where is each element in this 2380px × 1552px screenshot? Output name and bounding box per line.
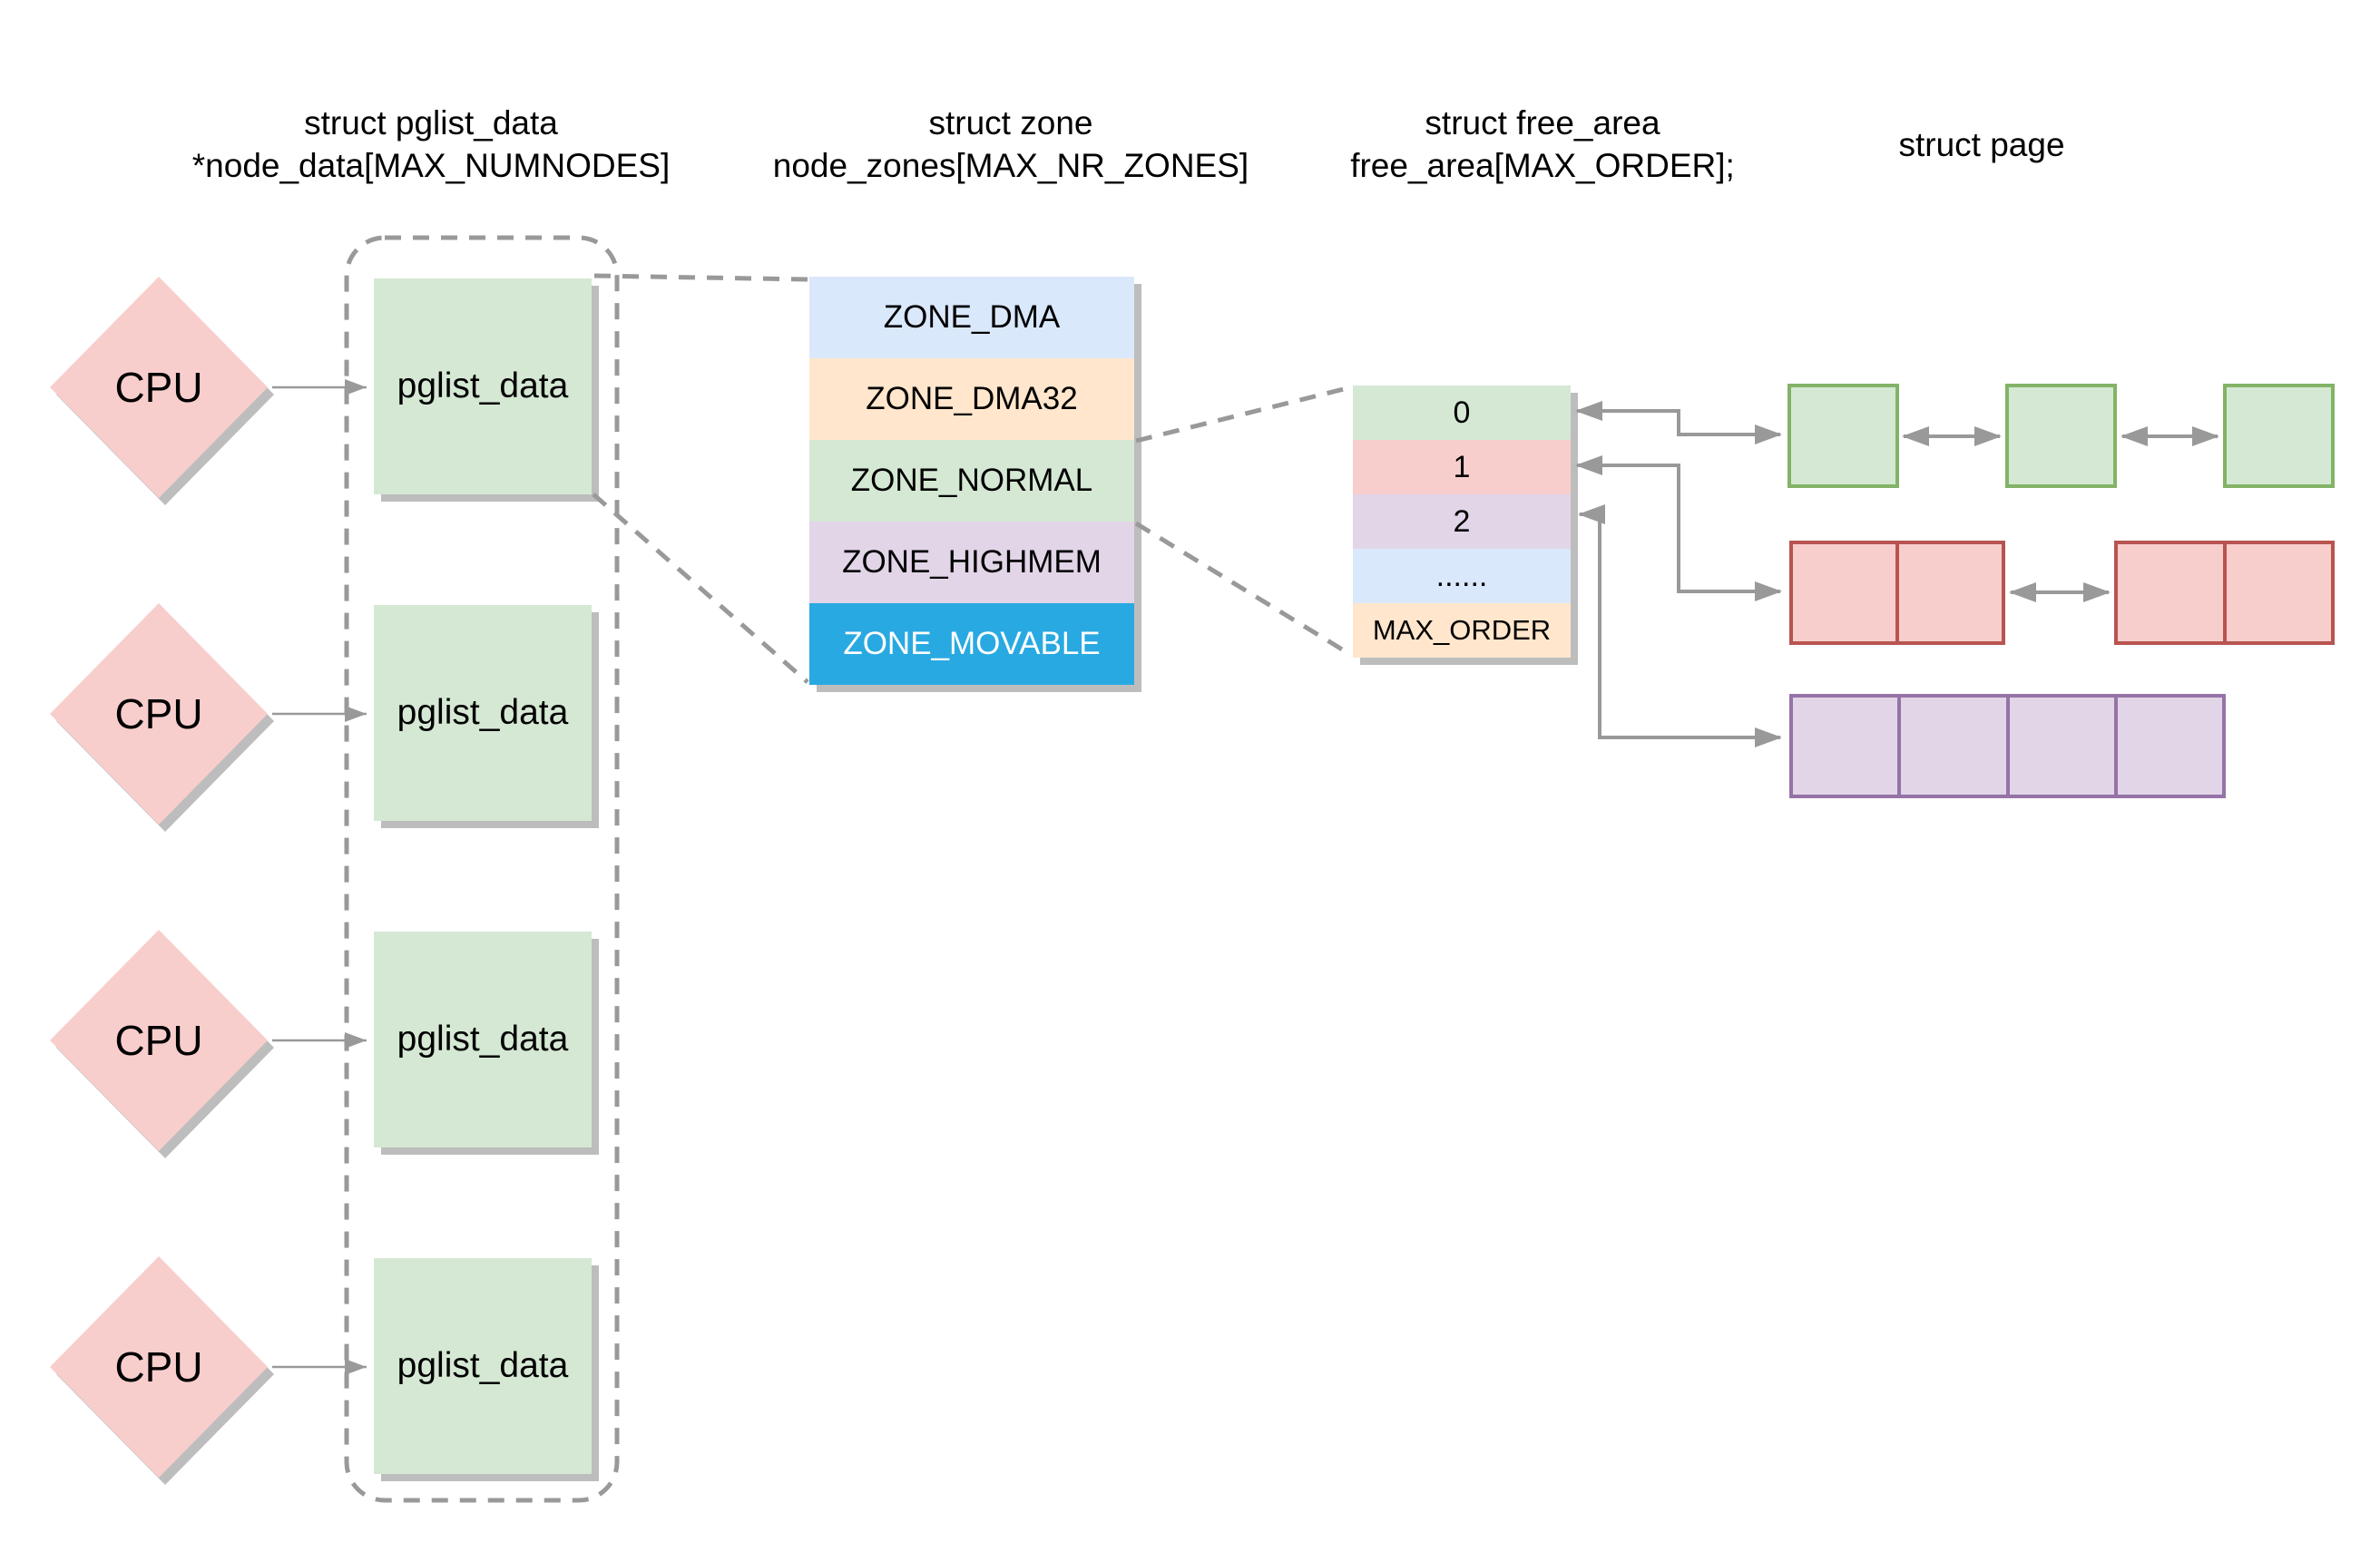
page-cell <box>1791 387 1895 484</box>
zone-row-movable: ZONE_MOVABLE <box>809 603 1134 685</box>
page-cell <box>1895 544 2002 641</box>
page-block-order0-2 <box>2005 384 2117 488</box>
cpu-diamond-2: CPU <box>50 603 268 825</box>
page-cell <box>1793 698 1897 795</box>
cpu-2-label: CPU <box>114 690 203 737</box>
free-area-row-1-label: 1 <box>1453 449 1471 484</box>
zone-row-dma: ZONE_DMA <box>809 277 1134 358</box>
free-area-row-1: 1 <box>1353 440 1571 494</box>
header-pglist-line2: *node_data[MAX_NUMNODES] <box>191 147 671 184</box>
header-free-area: struct free_area free_area[MAX_ORDER]; <box>1243 102 1842 187</box>
page-cell <box>2227 387 2331 484</box>
cpu-diamond-1-shape: CPU <box>50 277 268 498</box>
cpu-1-label: CPU <box>114 364 203 411</box>
free-area-row-max-order-label: MAX_ORDER <box>1372 614 1552 646</box>
page-cell <box>2118 544 2223 641</box>
header-zone: struct zone node_zones[MAX_NR_ZONES] <box>711 102 1310 187</box>
zone-highmem-label: ZONE_HIGHMEM <box>842 544 1102 580</box>
zone-movable-label: ZONE_MOVABLE <box>843 626 1101 661</box>
header-pglist-data: struct pglist_data *node_data[MAX_NUMNOD… <box>132 102 730 187</box>
free-area-row-2: 2 <box>1353 494 1571 549</box>
pglist-data-4-label: pglist_data <box>397 1346 569 1385</box>
free-area-table: 0 1 2 ...... MAX_ORDER <box>1353 386 1571 658</box>
cpu-diamond-3-shape: CPU <box>50 930 268 1151</box>
pglist-data-box-4: pglist_data <box>374 1258 592 1474</box>
pglist-data-3-label: pglist_data <box>397 1020 569 1059</box>
cpu-diamond-1: CPU <box>50 277 268 498</box>
header-struct-page: struct page <box>1755 102 2209 187</box>
cpu-diamond-4: CPU <box>50 1256 268 1478</box>
cpu-4-label: CPU <box>114 1343 203 1391</box>
free-area-row-ellipsis-label: ...... <box>1435 558 1488 593</box>
pglist-data-box-1: pglist_data <box>374 278 592 494</box>
free-area-row-2-label: 2 <box>1453 503 1471 539</box>
header-pglist-line1: struct pglist_data <box>304 104 558 142</box>
header-zone-line1: struct zone <box>928 104 1093 142</box>
page-cell <box>1897 698 2005 795</box>
page-block-order0-3 <box>2223 384 2335 488</box>
page-cell <box>1793 544 1895 641</box>
pglist-data-1-label: pglist_data <box>397 366 569 405</box>
zone-stack: ZONE_DMA ZONE_DMA32 ZONE_NORMAL ZONE_HIG… <box>809 277 1134 685</box>
zone-row-dma32: ZONE_DMA32 <box>809 358 1134 440</box>
page-cell <box>2113 698 2222 795</box>
free-area-row-max-order: MAX_ORDER <box>1353 603 1571 658</box>
pglist-data-box-2: pglist_data <box>374 605 592 821</box>
connector-order0 <box>1575 401 1782 444</box>
zoom-line-zone-to-freearea-top <box>1135 385 1352 444</box>
page-cell <box>2005 698 2114 795</box>
zoom-line-node-to-zones-top <box>593 273 808 282</box>
header-free-area-line1: struct free_area <box>1425 104 1660 142</box>
pglist-data-2-label: pglist_data <box>397 693 569 732</box>
connector-order1 <box>1575 455 1782 601</box>
page-block-order1-1 <box>1789 541 2005 645</box>
cpu-diamond-2-shape: CPU <box>50 603 268 825</box>
zone-dma32-label: ZONE_DMA32 <box>866 381 1078 416</box>
header-struct-page-line1: struct page <box>1898 125 2065 163</box>
zone-row-normal: ZONE_NORMAL <box>809 440 1134 522</box>
zoom-line-node-to-zones-bottom <box>592 493 809 684</box>
cpu-diamond-4-shape: CPU <box>50 1256 268 1478</box>
cpu-diamond-3: CPU <box>50 930 268 1151</box>
pglist-data-box-3: pglist_data <box>374 932 592 1147</box>
page-cell <box>2009 387 2113 484</box>
header-zone-line2: node_zones[MAX_NR_ZONES] <box>772 147 1249 184</box>
zoom-line-zone-to-freearea-bottom <box>1134 521 1353 658</box>
page-cell <box>2222 544 2332 641</box>
cpu-3-label: CPU <box>114 1017 203 1064</box>
free-area-row-0-label: 0 <box>1453 395 1471 430</box>
page-block-order1-2 <box>2114 541 2335 645</box>
connector-order2 <box>1578 504 1782 747</box>
zone-dma-label: ZONE_DMA <box>883 299 1061 335</box>
page-block-order0-1 <box>1787 384 1899 488</box>
page-block-order2-1 <box>1789 694 2226 798</box>
free-area-row-ellipsis: ...... <box>1353 549 1571 603</box>
zone-normal-label: ZONE_NORMAL <box>850 463 1093 498</box>
zone-row-highmem: ZONE_HIGHMEM <box>809 522 1134 603</box>
free-area-row-0: 0 <box>1353 386 1571 440</box>
header-free-area-line2: free_area[MAX_ORDER]; <box>1350 147 1735 184</box>
